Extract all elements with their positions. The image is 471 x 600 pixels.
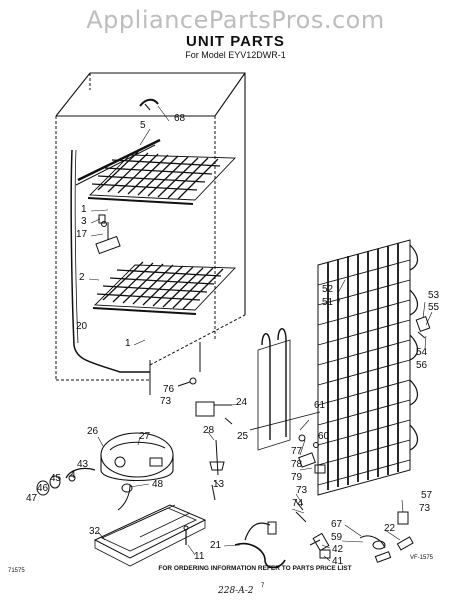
callout-55: 55 [428, 302, 440, 313]
diagram-subtitle: For Model EYV12DWR-1 [185, 50, 286, 60]
drawing-code-right: VF-1575 [410, 555, 434, 561]
callout-74: 74 [292, 498, 304, 509]
condenser-coil [317, 239, 419, 496]
callout-52: 52 [322, 284, 334, 295]
callout-11: 11 [194, 551, 205, 562]
callout-28: 28 [203, 425, 215, 436]
callout-73-upper: 73 [160, 396, 172, 407]
base-plate [93, 504, 207, 567]
hot-wire-loop [249, 328, 321, 451]
callout-4: 4 [70, 470, 76, 481]
callout-27: 27 [139, 431, 151, 442]
callout-51: 51 [322, 297, 334, 308]
callout-48: 48 [152, 479, 164, 490]
grommets [36, 474, 133, 496]
callout-61: 61 [314, 400, 326, 411]
callout-26: 26 [87, 426, 99, 437]
callout-5: 5 [140, 120, 146, 131]
diagram-title: UNIT PARTS [186, 33, 285, 50]
callout-67: 67 [331, 519, 343, 530]
callout-42: 42 [332, 544, 344, 555]
relay-24 [195, 401, 233, 425]
callout-46: 46 [37, 483, 49, 494]
callout-45: 45 [50, 473, 62, 484]
callout-1-upper: 1 [81, 204, 87, 215]
page-mark: 7 [261, 583, 265, 589]
shelf-bracket [95, 214, 121, 255]
part-68-clip [139, 98, 159, 111]
callout-79: 79 [291, 472, 303, 483]
lower-evaporator-coil [92, 261, 237, 315]
watermark: AppliancePartsPros.com [86, 6, 385, 34]
cabinet-outline [55, 72, 246, 395]
callout-1-lower: 1 [125, 338, 131, 349]
callout-47: 47 [26, 493, 38, 504]
small-hardware [177, 316, 431, 563]
callout-3: 3 [81, 216, 87, 227]
handwritten-note: 228-A-2 [218, 586, 254, 596]
callout-24: 24 [236, 397, 248, 408]
callout-41: 41 [332, 556, 344, 567]
callout-68: 68 [174, 113, 186, 124]
power-cord [211, 484, 286, 569]
callout-13: 13 [213, 479, 225, 490]
capacitor-28 [209, 439, 225, 476]
compressor [65, 432, 174, 511]
callout-57: 57 [421, 490, 433, 501]
callout-56: 56 [416, 360, 428, 371]
callout-73-right: 73 [419, 503, 431, 514]
callout-22: 22 [384, 523, 396, 534]
callout-25: 25 [237, 431, 249, 442]
callout-17: 17 [76, 229, 88, 240]
callout-77: 77 [291, 446, 303, 457]
callout-2: 2 [79, 272, 85, 283]
callout-76: 76 [163, 384, 175, 395]
drawing-code-left: 71575 [8, 568, 25, 574]
callout-32: 32 [89, 526, 101, 537]
screw-11 [183, 525, 189, 545]
callout-53: 53 [428, 290, 440, 301]
callout-59: 59 [331, 532, 343, 543]
upper-evaporator-coil [75, 138, 237, 205]
callout-78: 78 [291, 459, 303, 470]
callout-21: 21 [210, 540, 222, 551]
drain-tube [70, 149, 150, 373]
leader-lines [88, 105, 433, 562]
callout-43: 43 [77, 459, 89, 470]
ordering-info-footer: FOR ORDERING INFORMATION REFER TO PARTS … [158, 565, 352, 572]
callout-60: 60 [318, 431, 330, 442]
callout-20: 20 [76, 321, 88, 332]
callout-54: 54 [416, 347, 428, 358]
callout-73-mid: 73 [296, 485, 308, 496]
